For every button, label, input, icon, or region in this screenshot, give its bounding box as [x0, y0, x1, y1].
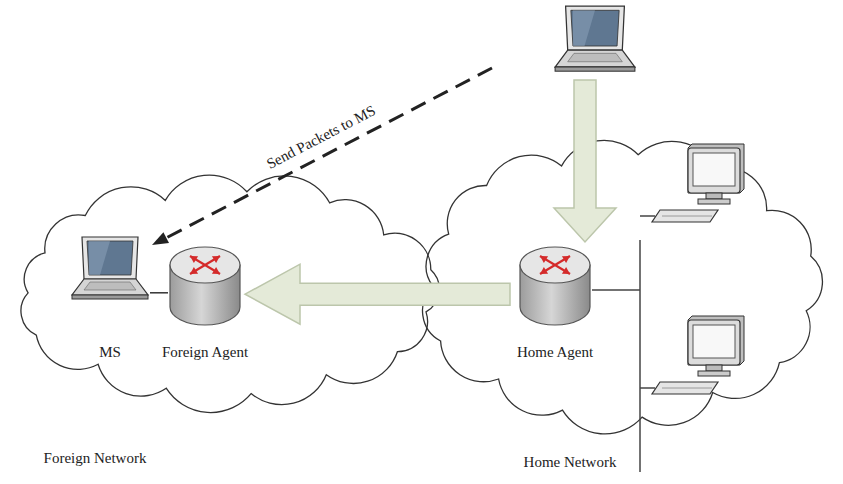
mobile-station: MS — [65, 235, 155, 365]
keyboard-keys — [662, 388, 712, 389]
router-arrow — [540, 256, 570, 274]
forward-arrow — [554, 80, 616, 242]
router-arrowhead — [562, 256, 570, 263]
monitor-stand — [706, 365, 722, 371]
router-arrowhead — [540, 256, 548, 263]
router-arrowhead — [190, 267, 198, 274]
monitor-front — [688, 148, 740, 193]
laptop-icon — [70, 235, 150, 303]
router-top — [520, 247, 590, 283]
laptop-screen — [87, 241, 133, 275]
lan-wire — [592, 289, 640, 291]
correspondent-laptop — [555, 6, 635, 71]
router-arrowhead — [212, 256, 220, 263]
lan-wire — [640, 215, 655, 217]
laptop-edge — [72, 295, 148, 299]
monitor-screen — [693, 325, 735, 358]
keyboard-keys — [662, 216, 712, 217]
laptop-keyboard — [568, 53, 623, 61]
laptop-edge — [555, 67, 635, 71]
screen-glare — [89, 241, 110, 275]
laptop-lid — [566, 6, 625, 50]
monitor-stand — [706, 193, 722, 199]
monitor-screen — [693, 153, 735, 186]
monitor-case — [688, 144, 744, 193]
desktop-computer — [652, 316, 744, 394]
device-name: Home Agent — [517, 343, 593, 361]
device-name: MS — [99, 343, 121, 361]
device-name: Foreign Agent — [162, 343, 248, 361]
laptop-keyboard — [84, 282, 136, 290]
lan-bus — [639, 240, 641, 472]
agent-router: Foreign Agent — [155, 245, 255, 370]
dashed-path — [166, 68, 492, 238]
laptop-lid — [82, 237, 138, 279]
monitor-front — [688, 320, 740, 365]
network-name: Foreign Network — [44, 449, 147, 467]
monitor-foot — [698, 199, 730, 204]
router-arrow — [190, 256, 220, 274]
router-arrow — [190, 256, 220, 274]
router-arrowhead — [562, 267, 570, 274]
desktop-computer — [652, 144, 744, 222]
router-arrow — [540, 256, 570, 274]
path-label: Send Packets to MS — [263, 101, 378, 173]
link-line-stroke — [150, 292, 168, 294]
tunnel-arrow-shape — [245, 264, 510, 324]
keyboard — [652, 210, 718, 222]
screen-glare — [573, 10, 595, 46]
router-arrowhead — [212, 267, 220, 274]
agent-router: Home Agent — [505, 245, 605, 370]
monitor-foot — [698, 371, 730, 376]
laptop-screen — [571, 10, 619, 46]
tunnel-arrow — [245, 264, 510, 324]
router-icon — [518, 245, 592, 327]
router-top — [170, 247, 240, 283]
router-arrowhead — [540, 267, 548, 274]
router-arrowhead — [190, 256, 198, 263]
router-icon — [168, 245, 242, 327]
network-name: Home Network — [524, 453, 617, 471]
dashed-arrowhead — [152, 232, 169, 245]
laptop-base — [72, 279, 148, 295]
lan-wire — [640, 387, 655, 389]
monitor-case — [688, 316, 744, 365]
link-line — [150, 292, 168, 293]
keyboard — [652, 382, 718, 394]
laptop-base — [555, 50, 635, 67]
